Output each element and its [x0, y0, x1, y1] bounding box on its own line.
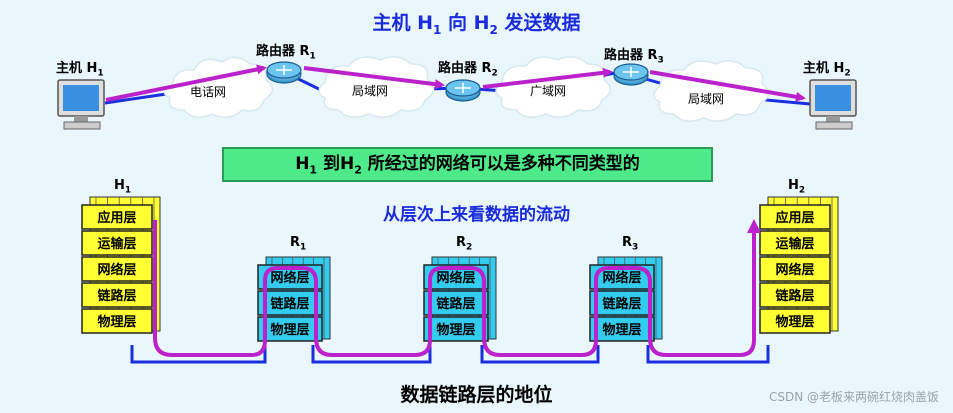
stack-h1-layer-label: 运输层	[97, 236, 136, 252]
stack-h2-layer-label: 应用层	[775, 210, 814, 226]
stack-h2-layer-label: 物理层	[775, 314, 814, 330]
top-title: 主机 H1 向 H2 发送数据	[372, 12, 581, 37]
stack-h1-layer-label: 应用层	[97, 210, 136, 226]
network-label-phone: 电话网	[190, 85, 227, 99]
stack-h2-layer-box	[759, 204, 831, 230]
host-h2-label: 主机 H2	[803, 61, 851, 79]
stack-h2-layer-label: 网络层	[775, 262, 814, 278]
stack-h2-layer-box	[759, 256, 831, 282]
router-r3-label: 路由器 R3	[604, 48, 664, 66]
stack-h2-layer-box	[759, 282, 831, 308]
stack-h1-layer-box	[81, 282, 153, 308]
stack-h1-layer-label: 链路层	[96, 288, 136, 304]
router-r2-icon	[445, 79, 481, 102]
router-r1-icon	[266, 61, 302, 84]
stack-r1-label: R1	[290, 235, 307, 253]
stack-h1-layer-box	[81, 204, 153, 230]
stack-r3-label: R3	[622, 235, 639, 253]
stack-r1-layer-box	[257, 290, 323, 316]
stack-r3-layer-label: 网络层	[602, 270, 641, 286]
stack-h2-layer-box	[759, 308, 831, 334]
stack-h2-layer-label: 链路层	[774, 288, 814, 304]
stack-r3-layer-label: 物理层	[602, 322, 641, 338]
stack-r3-layer-box	[589, 290, 655, 316]
network-label-wan: 广域网	[530, 84, 567, 98]
stack-h1-layer-box	[81, 256, 153, 282]
stack-r3-layer-label: 链路层	[601, 296, 641, 312]
stack-r3-layer-box	[589, 316, 655, 342]
stack-h1-label: H1	[114, 178, 132, 196]
layer-flow-path	[153, 219, 761, 357]
stack-r2-layer-box	[423, 290, 489, 316]
network-types-banner: H1 到H2 所经过的网络可以是多种不同类型的	[222, 147, 713, 182]
router-r3-icon	[613, 63, 649, 86]
stack-r2-layer-label: 链路层	[435, 296, 475, 312]
host-h1-label: 主机 H1	[56, 61, 104, 79]
stack-r2-label: R2	[456, 235, 473, 253]
router-r1-label: 路由器 R1	[256, 44, 316, 62]
bottom-title: 数据链路层的地位	[400, 384, 553, 406]
stack-r2-layer-label: 物理层	[436, 322, 475, 338]
host-h1-computer-icon	[57, 79, 105, 130]
watermark: CSDN @老板来两碗红烧肉盖饭	[768, 390, 939, 404]
network-label-lan-1: 局域网	[352, 84, 389, 98]
stack-h1-layer-label: 网络层	[97, 262, 136, 278]
host-h2-computer-icon	[809, 79, 857, 130]
stack-h2-layer-label: 运输层	[775, 236, 814, 252]
top-flow-arrows	[105, 64, 806, 102]
stack-r1-layer-label: 链路层	[269, 296, 309, 312]
stack-h2-layer-box	[759, 230, 831, 256]
stack-r1-layer-label: 网络层	[270, 270, 309, 286]
stack-h1-layer-label: 物理层	[97, 314, 136, 330]
flow-title: 从层次上来看数据的流动	[383, 205, 570, 225]
stack-r2-layer-label: 网络层	[436, 270, 475, 286]
cloud-wan	[495, 56, 612, 118]
stack-r1-layer-label: 物理层	[270, 322, 309, 338]
router-r2-label: 路由器 R2	[438, 61, 498, 79]
stack-r2-layer-box	[423, 316, 489, 342]
stack-r1-layer-box	[257, 316, 323, 342]
stack-h1-layer-box	[81, 230, 153, 256]
bottom-link-line	[130, 345, 770, 364]
stack-h1-layer-box	[81, 308, 153, 334]
stack-h2-label: H2	[788, 178, 806, 196]
network-label-lan-2: 局域网	[688, 92, 725, 106]
